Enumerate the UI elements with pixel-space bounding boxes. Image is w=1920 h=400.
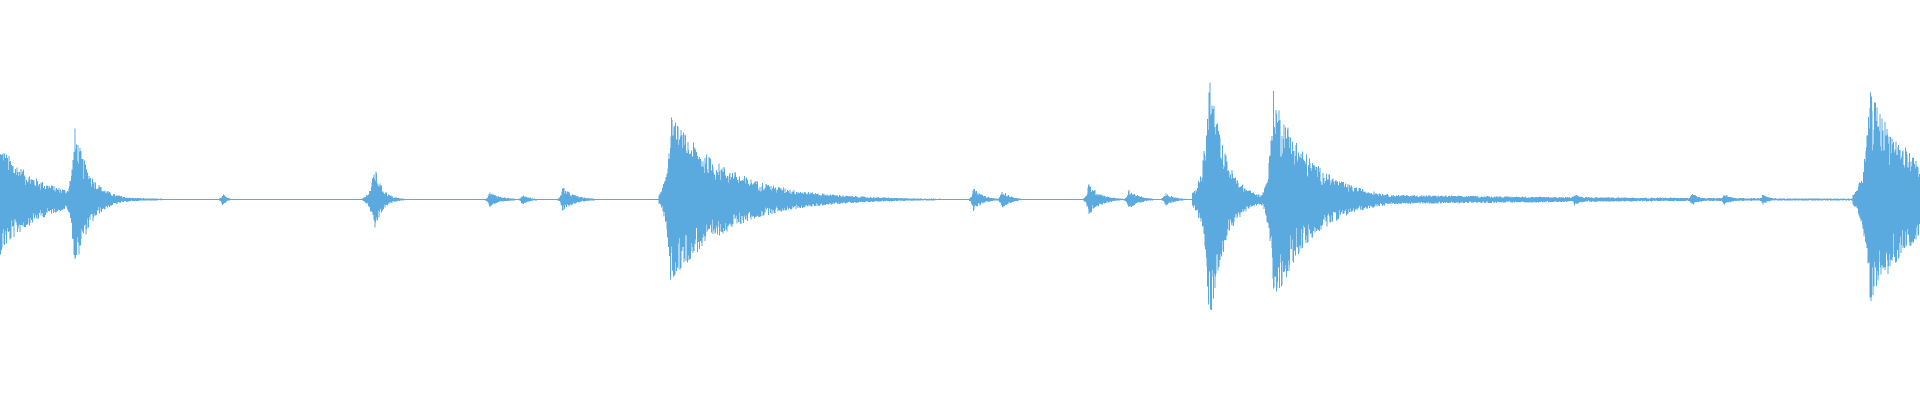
waveform-trace	[0, 82, 1920, 310]
